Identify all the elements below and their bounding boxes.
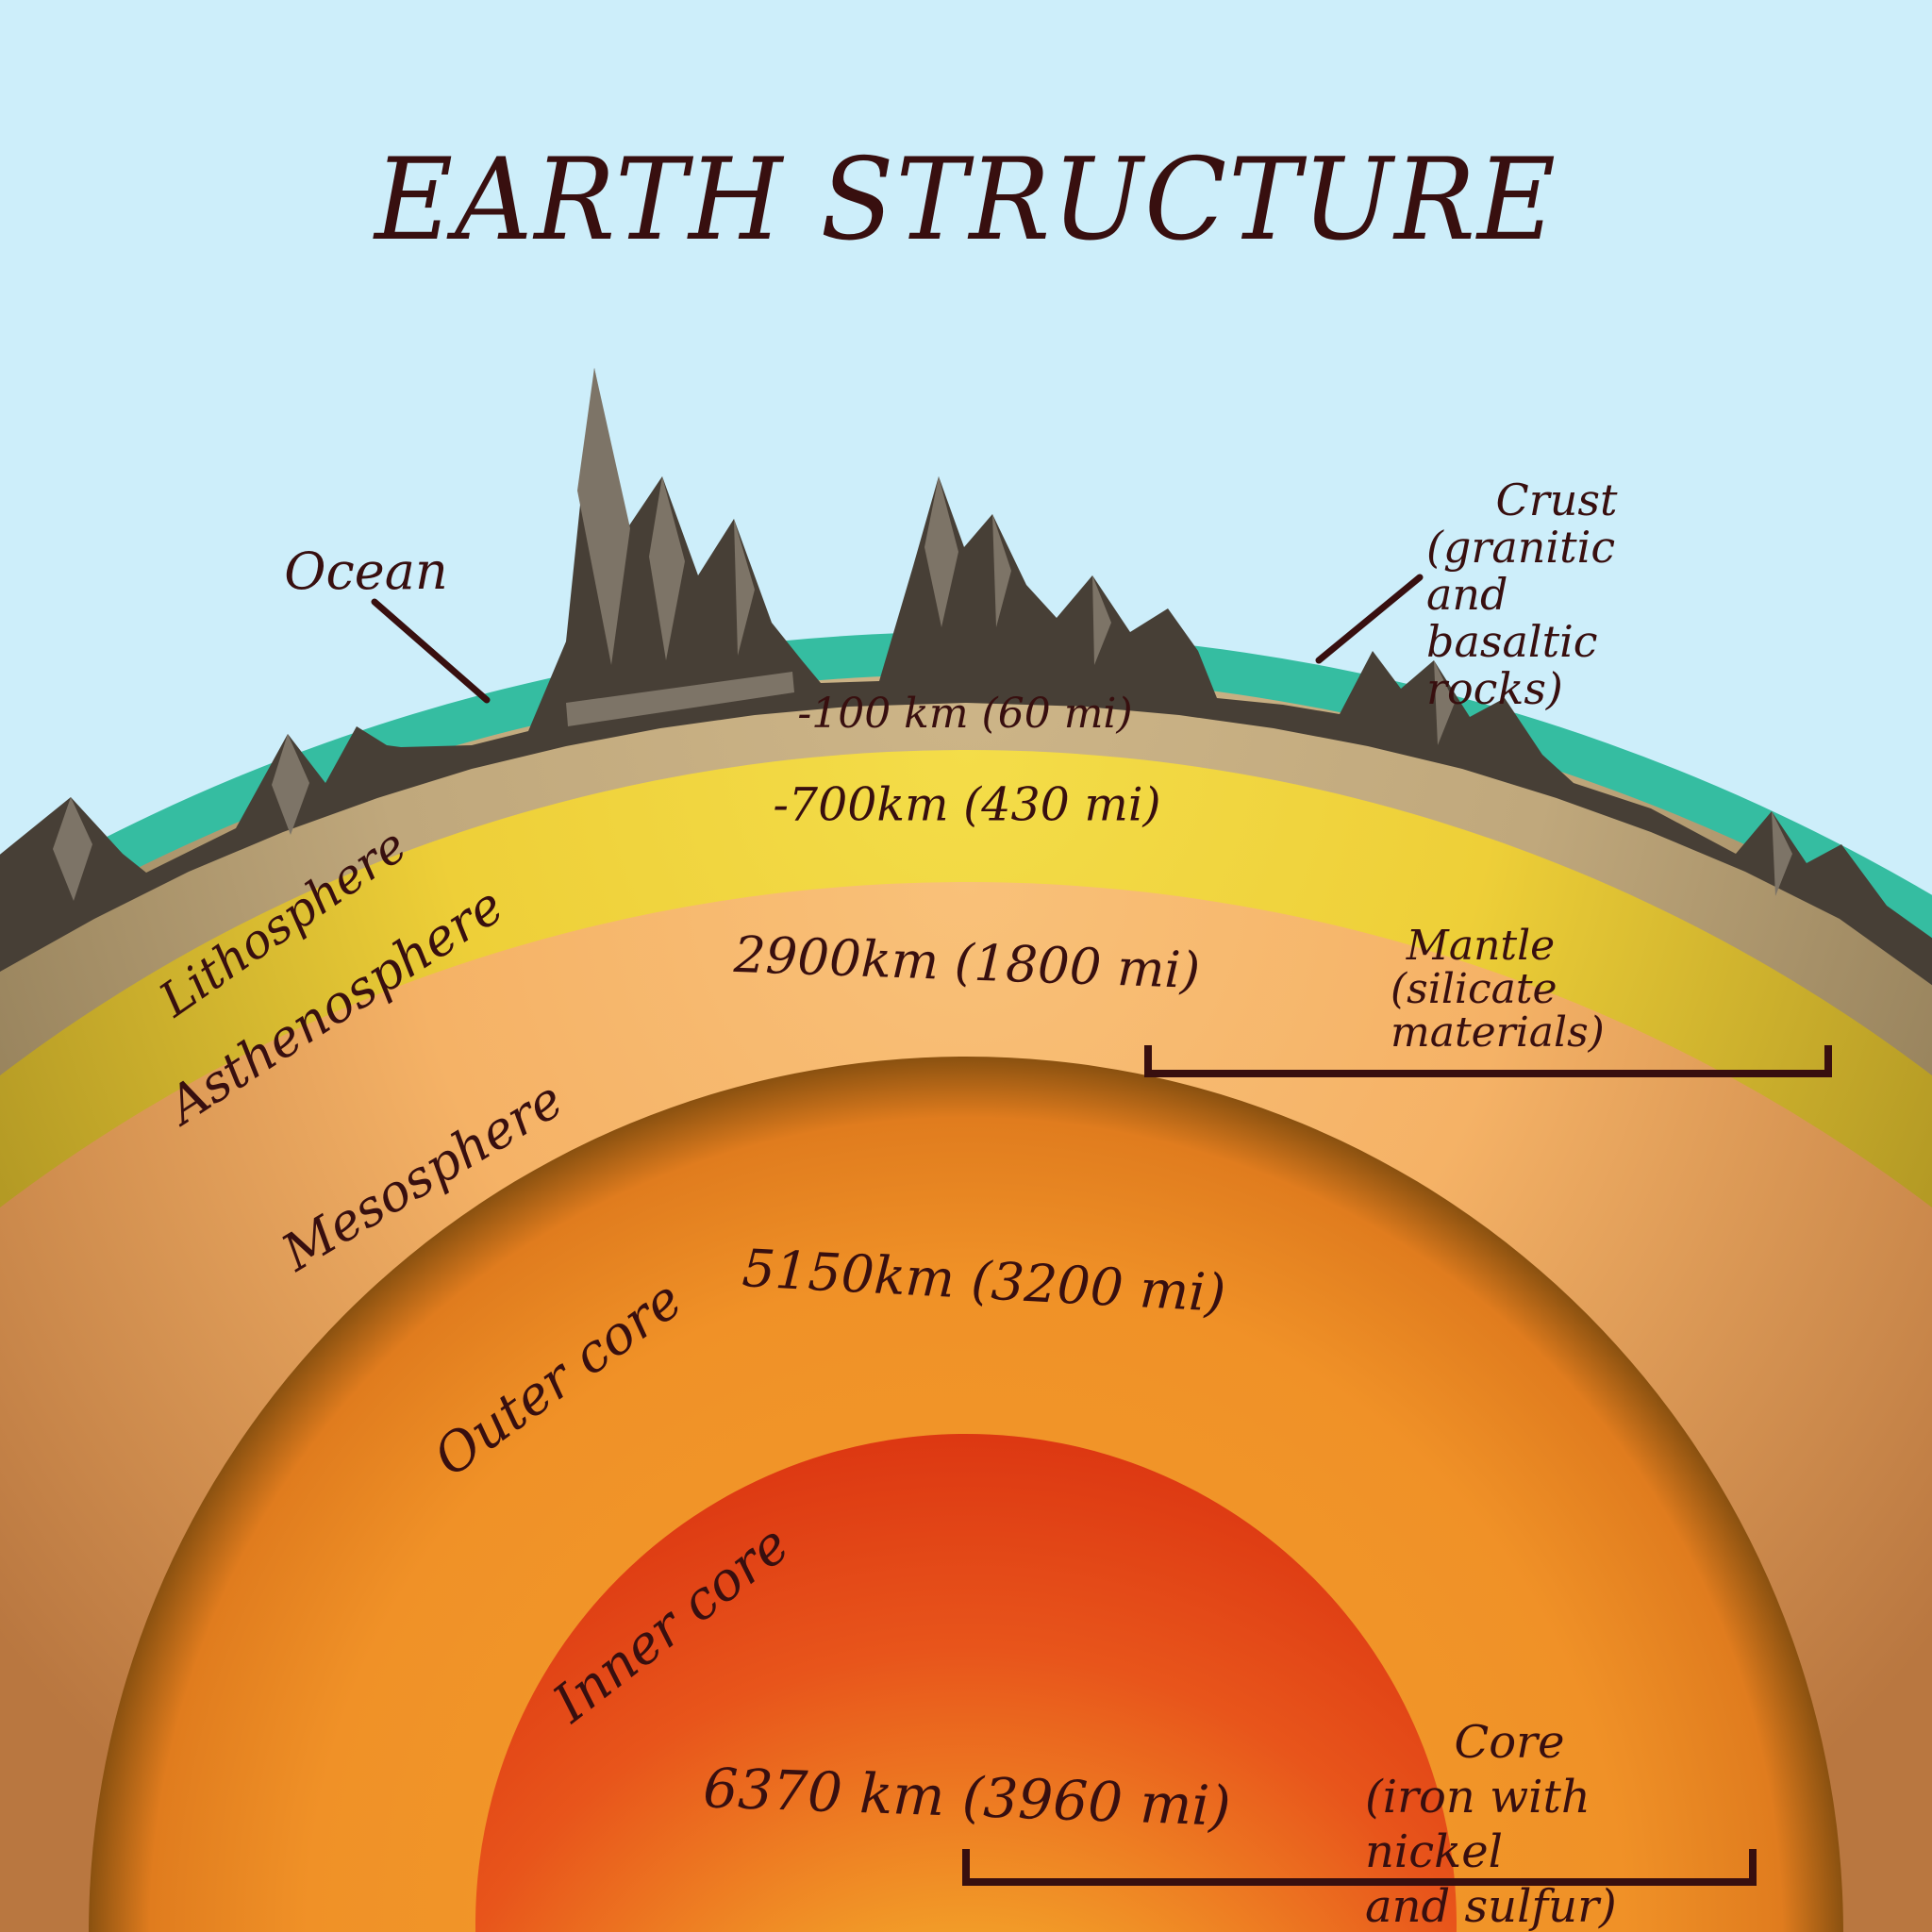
mantle-annotation-detail-1: (silicate (1391, 965, 1557, 1013)
core-bracket (962, 1849, 1757, 1886)
ocean-label: Ocean (284, 541, 448, 601)
page-title: EARTH STRUCTURE (375, 135, 1557, 266)
core-annotation: Core (iron with nickel and sulfur) (1354, 1715, 1665, 1932)
mountains-silhouette (0, 368, 1932, 986)
inner-core-layer (475, 1434, 1457, 1932)
crust-depth-label: -100 km (60 mi) (797, 690, 1133, 738)
inner-core-depth-label: 6370 km (3960 mi) (702, 1756, 1232, 1839)
crust-annotation-name: Crust (1495, 475, 1618, 525)
crust-annotation: Crust (granitic and basaltic rocks) (1415, 476, 1698, 712)
crust-leader-line (1315, 574, 1424, 664)
mantle-annotation: Mantle (silicate materials) (1379, 922, 1605, 1057)
asthenosphere-depth-label: -700km (430 mi) (773, 777, 1161, 832)
mantle-bracket (1144, 1045, 1832, 1077)
ocean-leader-line (371, 598, 491, 704)
core-annotation-name: Core (1454, 1716, 1565, 1769)
mantle-annotation-detail-2: materials) (1391, 1008, 1605, 1057)
crust-annotation-detail-1: (granitic and (1426, 522, 1616, 620)
core-annotation-detail-1: (iron with nickel (1365, 1771, 1591, 1878)
core-annotation-detail-2: and sulfur) (1365, 1880, 1617, 1932)
crust-annotation-detail-2: basaltic rocks) (1426, 616, 1598, 714)
mantle-annotation-name: Mantle (1406, 922, 1556, 970)
mountain-facets (53, 368, 1792, 901)
